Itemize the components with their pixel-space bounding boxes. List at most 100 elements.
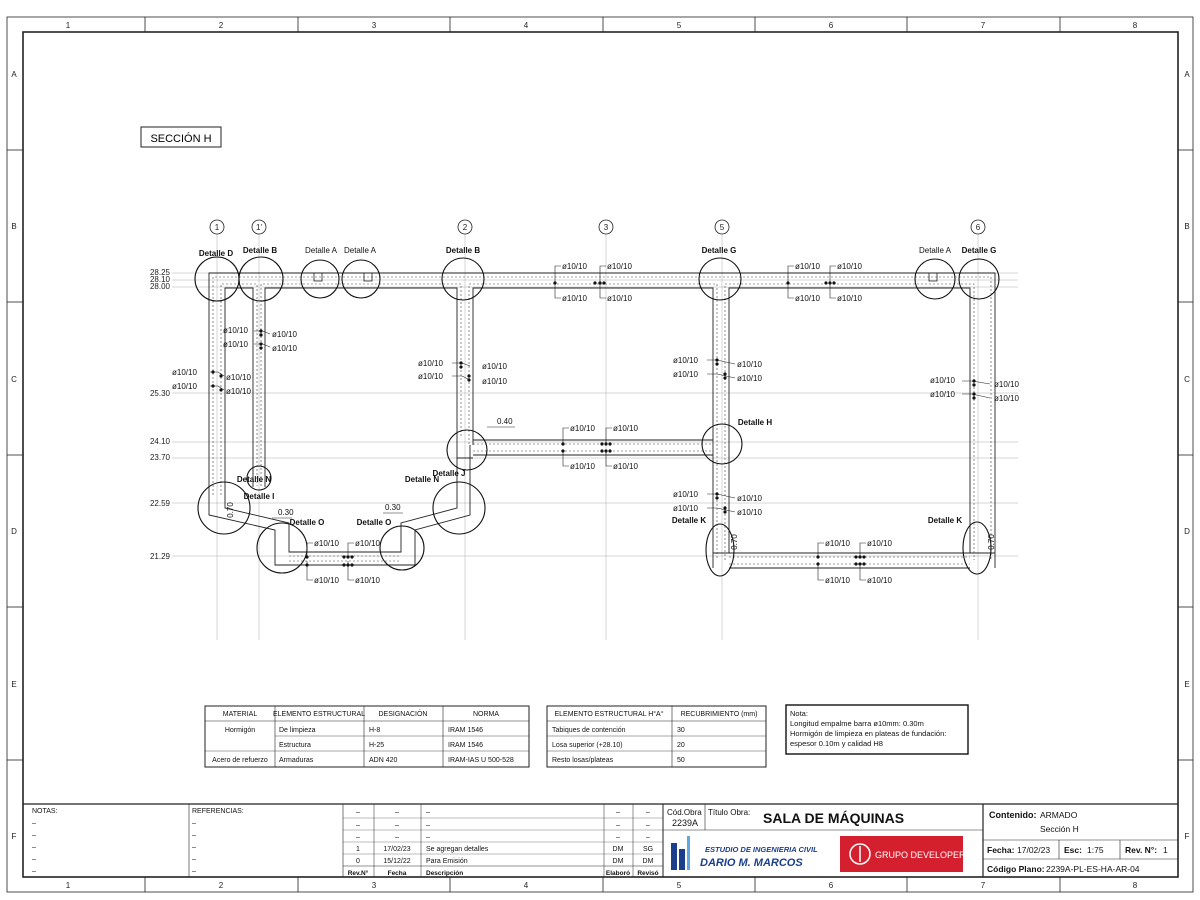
row-label-left: D: [11, 527, 17, 536]
rev-cell: –: [356, 822, 360, 829]
detail-label: Detalle K: [928, 516, 962, 525]
rebar-label: ø10/10: [795, 294, 820, 303]
detail-g-circle: [958, 258, 1000, 300]
rev-cell: –: [426, 822, 430, 829]
table-cell: H-25: [369, 742, 384, 749]
detail-labels: Detalle D Detalle B Detalle A Detalle A …: [199, 246, 996, 527]
rebar-label: ø10/10: [867, 576, 892, 585]
rev-cell: –: [646, 809, 650, 816]
rebar-label: ø10/10: [837, 262, 862, 271]
rebar-label: ø10/10: [570, 424, 595, 433]
detail-label: Detalle D: [199, 249, 233, 258]
col-label-top: 1: [66, 21, 71, 30]
detail-label: Detalle O: [290, 518, 325, 527]
col-label-bottom: 5: [677, 881, 682, 890]
structure-rebar-dashes: [212, 276, 992, 565]
row-label-right: B: [1184, 222, 1189, 231]
detail-j-circle: [446, 429, 488, 471]
rebar-label: ø10/10: [737, 494, 762, 503]
rebar-label: ø10/10: [562, 294, 587, 303]
detail-n-circle: [432, 481, 486, 535]
rebar-label: ø10/10: [994, 394, 1019, 403]
detail-label: Detalle B: [243, 246, 277, 255]
rebar-label: ø10/10: [867, 539, 892, 548]
row-label-left: C: [11, 375, 17, 384]
dimension-label: 0.70: [987, 534, 996, 550]
level-label: 28.00: [150, 282, 171, 291]
codigo-value: 2239A-PL-ES-HA-AR-04: [1046, 864, 1140, 874]
rebar-label: ø10/10: [355, 576, 380, 585]
table-header: ELEMENTO ESTRUCTURAL: [273, 711, 365, 718]
col-label-top: 3: [372, 21, 377, 30]
detail-n-circle: [246, 465, 272, 491]
title-block: [23, 803, 1178, 877]
level-label: 23.70: [150, 453, 171, 462]
rebar-label: ø10/10: [930, 390, 955, 399]
table-cell: De limpieza: [279, 727, 316, 734]
detail-label: Detalle A: [305, 246, 338, 255]
level-label: 21.29: [150, 552, 171, 561]
axis-label: 2: [463, 223, 468, 232]
detail-h-circle: [701, 423, 743, 465]
axis-bubbles: [209, 219, 986, 235]
detail-label: Detalle A: [344, 246, 377, 255]
rebar-label: ø10/10: [314, 539, 339, 548]
col-label-bottom: 1: [66, 881, 71, 890]
structure-outline: [208, 272, 996, 569]
rebar-label: ø10/10: [172, 382, 197, 391]
axis-label: 6: [976, 223, 981, 232]
detail-label: Detalle K: [672, 516, 706, 525]
notas-item: –: [32, 832, 36, 839]
detail-label: Detalle H: [738, 418, 772, 427]
rev-cell: –: [356, 809, 360, 816]
rev-cell: 15/12/22: [383, 858, 410, 865]
dimension-label: 0.30: [385, 503, 401, 512]
table-cell: H-8: [369, 727, 380, 734]
rev-header: Elaboró: [606, 870, 630, 877]
studio-line2: DARIO M. MARCOS: [700, 857, 803, 869]
table-cell: Estructura: [279, 742, 311, 749]
axis-label: 1': [256, 223, 262, 232]
rebar-label: ø10/10: [613, 462, 638, 471]
row-label-right: C: [1184, 375, 1190, 384]
contenido-label: Contenido:: [989, 810, 1037, 820]
rebar-label: ø10/10: [825, 539, 850, 548]
rebar-dots: [211, 281, 976, 567]
detail-label: Detalle A: [919, 246, 952, 255]
cover-table: ELEMENTO ESTRUCTURAL H°A° RECUBRIMIENTO …: [546, 705, 767, 768]
level-label: 25.30: [150, 389, 171, 398]
escala-label: Esc:: [1064, 845, 1082, 855]
rebar-label: ø10/10: [314, 576, 339, 585]
frame-ticks: [7, 17, 1193, 892]
titulo-obra-value: SALA DE MÁQUINAS: [763, 810, 904, 826]
col-label-top: 2: [219, 21, 224, 30]
referencias-item: –: [192, 844, 196, 851]
col-label-top: 8: [1133, 21, 1138, 30]
rev-cell: –: [356, 834, 360, 841]
axis-label: 5: [720, 223, 725, 232]
level-label: 28.10: [150, 275, 171, 284]
rebar-label: ø10/10: [673, 356, 698, 365]
rebar-label: ø10/10: [825, 576, 850, 585]
row-label-left: E: [11, 680, 16, 689]
notas-item: –: [32, 820, 36, 827]
detail-o-circle: [256, 522, 308, 574]
table-header: MATERIAL: [223, 711, 258, 718]
rev-cell: –: [426, 834, 430, 841]
detail-i-circle: [197, 481, 251, 535]
rev-label: Rev. N°:: [1125, 845, 1157, 855]
note-title: Nota:: [790, 709, 808, 718]
rebar-label: ø10/10: [226, 373, 251, 382]
rebar-label: ø10/10: [737, 374, 762, 383]
rebar-label: ø10/10: [172, 368, 197, 377]
detail-label: Detalle N: [237, 475, 271, 484]
rebar-label: ø10/10: [562, 262, 587, 271]
table-header: ELEMENTO ESTRUCTURAL H°A°: [554, 710, 663, 718]
rev-cell: –: [646, 834, 650, 841]
rebar-label: ø10/10: [272, 344, 297, 353]
rev-header: Descripción: [426, 870, 463, 877]
detail-b-circle: [238, 256, 284, 302]
referencias-label: REFERENCIAS:: [192, 808, 244, 815]
table-cell: 20: [677, 742, 685, 749]
